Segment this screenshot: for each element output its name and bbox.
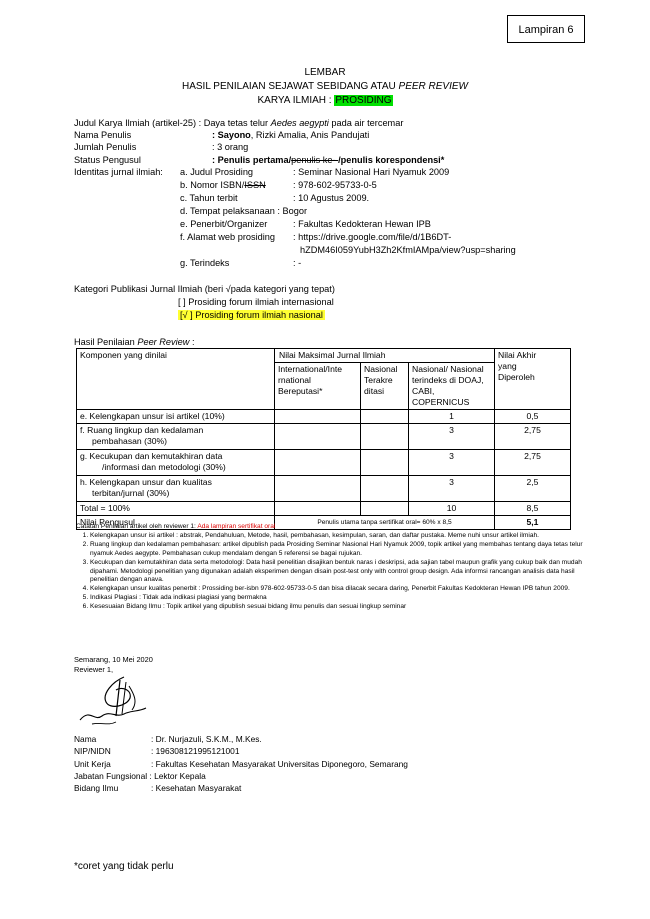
catatan-item: Kecukupan dan kemutakhiran data serta me…: [90, 559, 596, 586]
kategori-nasional[interactable]: [√ ] Prosiding forum ilmiah nasional: [178, 310, 325, 320]
kategori-title: Kategori Publikasi Jurnal Ilmiah (beri √…: [74, 284, 335, 294]
table-row: g. Kecukupan dan kemutakhiran data/infor…: [76, 449, 571, 476]
alamat-web-link[interactable]: : https://drive.google.com/file/d/1B6DT-: [293, 232, 452, 242]
identitas-label: Identitas jurnal ilmiah:: [74, 167, 163, 177]
tahun-terbit-label: c. Tahun terbit: [180, 193, 238, 203]
reviewer-bidang-label: Bidang Ilmu: [74, 783, 119, 793]
jumlah-penulis-value: : 3 orang: [212, 142, 249, 152]
tempat-pelaksanaan: d. Tempat pelaksanaan : Bogor: [180, 206, 308, 216]
table-total-row: Total = 100% 10 8,5: [76, 501, 571, 516]
alamat-web-label: f. Alamat web prosiding: [180, 232, 275, 242]
reviewer-label: Reviewer 1,: [74, 665, 114, 674]
terindeks-label: g. Terindeks: [180, 258, 230, 268]
table-pengusul-row: Nilai Pengusul Penulis utama tanpa serti…: [76, 515, 571, 530]
lampiran-box: Lampiran 6: [507, 15, 585, 43]
header-nilai-maks: Nilai Maksimal Jurnal Ilmiah: [274, 348, 495, 363]
nama-penulis-label: Nama Penulis: [74, 130, 132, 140]
header-line-3: KARYA ILMIAH : PROSIDING: [257, 95, 393, 106]
reviewer-unit-value: : Fakultas Kesehatan Masyarakat Universi…: [151, 759, 408, 769]
reviewer-nama-label: Nama: [74, 734, 97, 744]
isbn-value: : 978-602-95733-0-5: [293, 180, 377, 190]
header-komponen: Komponen yang dinilai: [76, 348, 275, 410]
signature-image: [79, 676, 147, 725]
penerbit-label: e. Penerbit/Organizer: [180, 219, 268, 229]
reviewer-jabatan: Jabatan Fungsional : Lektor Kepala: [74, 771, 206, 781]
reviewer-nip-label: NIP/NIDN: [74, 746, 111, 756]
terindeks-value: : -: [293, 258, 302, 268]
reviewer-unit-label: Unit Kerja: [74, 759, 111, 769]
judul-karya: Judul Karya Ilmiah (artikel-25) : Daya t…: [74, 118, 404, 128]
tahun-terbit-value: : 10 Agustus 2009.: [293, 193, 370, 203]
footnote: *coret yang tidak perlu: [74, 861, 174, 872]
status-pengusul-value: : Penulis pertama/penulis ke- /penulis k…: [212, 155, 445, 165]
catatan-item: Indikasi Plagiasi : Tidak ada indikasi p…: [90, 594, 596, 603]
score-table: Komponen yang dinilai Nilai Maksimal Jur…: [76, 348, 571, 530]
catatan-item: Kelengkapan unsur isi artikel : abstrak,…: [90, 532, 596, 541]
table-row: e. Kelengkapan unsur isi artikel (10%) 1…: [76, 409, 571, 424]
judul-prosiding-label: a. Judul Prosiding: [180, 167, 254, 177]
header-line-2: HASIL PENILAIAN SEJAWAT SEBIDANG ATAU PE…: [181, 81, 468, 92]
jumlah-penulis-label: Jumlah Penulis: [74, 142, 137, 152]
header-line-1: LEMBAR: [304, 67, 346, 78]
isbn-label: b. Nomor ISBN/ISSN: [180, 180, 266, 190]
penerbit-value: : Fakultas Kedokteran Hewan IPB: [293, 219, 431, 229]
kategori-internasional[interactable]: [ ] Prosiding forum ilmiah internasional: [178, 297, 334, 307]
catatan-section: Catatan Penilaian artikel oleh reviewer …: [76, 523, 596, 612]
status-pengusul-label: Status Pengusul: [74, 155, 141, 165]
reviewer-nip-value: : 196308121995121001: [151, 746, 240, 756]
prosiding-highlight: PROSIDING: [334, 95, 393, 106]
alamat-web-link-cont[interactable]: hZDM46I059YubH3Zh2KfmIAMpa/view?usp=shar…: [300, 245, 516, 255]
catatan-item: Ruang lingkup dan kedalaman pembahasan: …: [90, 541, 596, 559]
judul-prosiding-value: : Seminar Nasional Hari Nyamuk 2009: [293, 167, 450, 177]
catatan-item: Kelengkapan unsur kualitas penerbit : Pr…: [90, 585, 596, 594]
place-date: Semarang, 10 Mei 2020: [74, 655, 153, 664]
reviewer-bidang-value: : Kesehatan Masyarakat: [151, 783, 242, 793]
catatan-title: Catatan Penilaian artikel oleh reviewer …: [76, 523, 276, 530]
catatan-item: Kesesuaian Bidang Ilmu : Topik artikel y…: [90, 603, 596, 612]
nama-penulis-value: : Sayono, Rizki Amalia, Anis Pandujati: [212, 130, 370, 140]
hasil-title: Hasil Penilaian Peer Review :: [74, 337, 195, 347]
reviewer-nama-value: : Dr. Nurjazuli, S.K.M., M.Kes.: [151, 734, 262, 744]
